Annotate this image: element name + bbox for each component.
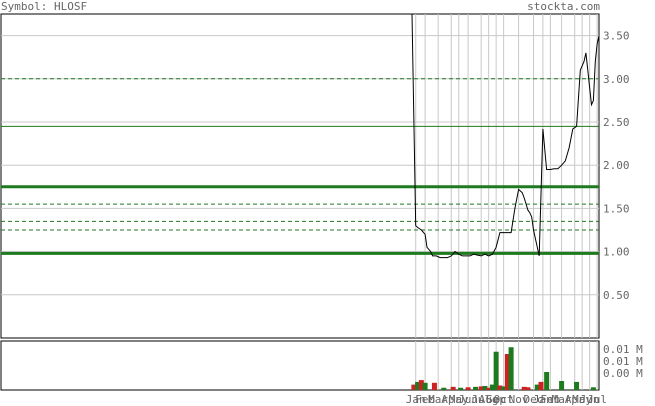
volume-bar: [478, 386, 484, 390]
price-line: [411, 13, 600, 259]
volume-bar: [473, 386, 479, 390]
x-tick-label: Jan: [406, 393, 426, 406]
x-tick-label: Apr: [441, 393, 461, 406]
y-tick-label: 3.00: [603, 73, 630, 86]
volume-bar: [590, 387, 596, 390]
x-tick-label: Jan: [533, 393, 553, 406]
volume-tick-label: 0.00 M: [603, 367, 643, 380]
x-tick-label: Sep: [486, 393, 506, 406]
volume-bar: [534, 384, 540, 390]
price-panel: 0.50 1.00 1.50 2.00 2.50 3.00 3.50: [0, 13, 630, 339]
volume-bar: [497, 385, 503, 390]
volume-bar: [411, 384, 417, 390]
volume-panel-frame: [0, 340, 600, 391]
x-tick-label: Mar: [428, 393, 448, 406]
x-tick-label: Feb: [540, 393, 560, 406]
volume-bar: [525, 387, 531, 390]
x-tick-label: Nov: [509, 393, 529, 406]
volume-bar: [493, 351, 499, 390]
x-tick-label: Jun: [580, 393, 600, 406]
volume-bar: [465, 387, 471, 390]
volume-bar: [559, 381, 565, 390]
site-watermark: stockta.com: [527, 0, 600, 13]
x-tick-label: Mar: [552, 393, 572, 406]
volume-bar: [415, 381, 421, 390]
volume-bar: [422, 382, 428, 390]
volume-bar: [431, 382, 437, 390]
volume-tick-label: 0.01 M: [603, 343, 643, 356]
x-tick-label: Jun: [458, 393, 478, 406]
volume-bar: [486, 387, 492, 390]
x-tick-label: May: [572, 393, 592, 406]
y-tick-label: 2.50: [603, 116, 630, 129]
x-tick-label: Oct: [494, 393, 514, 406]
x-tick-label: Dec: [524, 393, 544, 406]
volume-bar: [538, 381, 544, 390]
volume-bar: [501, 386, 507, 390]
volume-panel: 0.01 M0.01 M0.00 M: [0, 340, 643, 391]
y-tick-label: 1.00: [603, 246, 630, 259]
volume-bar: [482, 385, 488, 390]
volume-bar: [504, 354, 510, 390]
y-tick-label: 3.50: [603, 30, 630, 43]
x-tick-label: Jul: [471, 393, 491, 406]
volume-bar: [458, 387, 464, 390]
price-panel-frame: [0, 13, 600, 339]
y-tick-label: 1.50: [603, 202, 630, 215]
x-tick-label: Aug: [479, 393, 499, 406]
x-tick-label: Apr: [565, 393, 585, 406]
y-tick-label: 0.50: [603, 289, 630, 302]
x-tick-label: Jul: [587, 393, 607, 406]
volume-bar: [441, 387, 447, 390]
volume-tick-label: 0.01 M: [603, 355, 643, 368]
x-axis: JanFebMarAprMayJunJulAugSepOctNovDecJanF…: [406, 393, 607, 406]
volume-bar: [450, 386, 456, 390]
symbol-label: Symbol: HLOSF: [1, 0, 88, 13]
x-tick-label: Feb: [415, 393, 435, 406]
volume-bar: [508, 347, 514, 390]
y-tick-label: 2.00: [603, 159, 630, 172]
volume-bar: [521, 386, 527, 390]
volume-bar: [418, 380, 424, 390]
volume-bar: [574, 381, 580, 390]
volume-bar: [489, 384, 495, 390]
volume-bar: [544, 372, 550, 390]
x-tick-label: May: [449, 393, 469, 406]
